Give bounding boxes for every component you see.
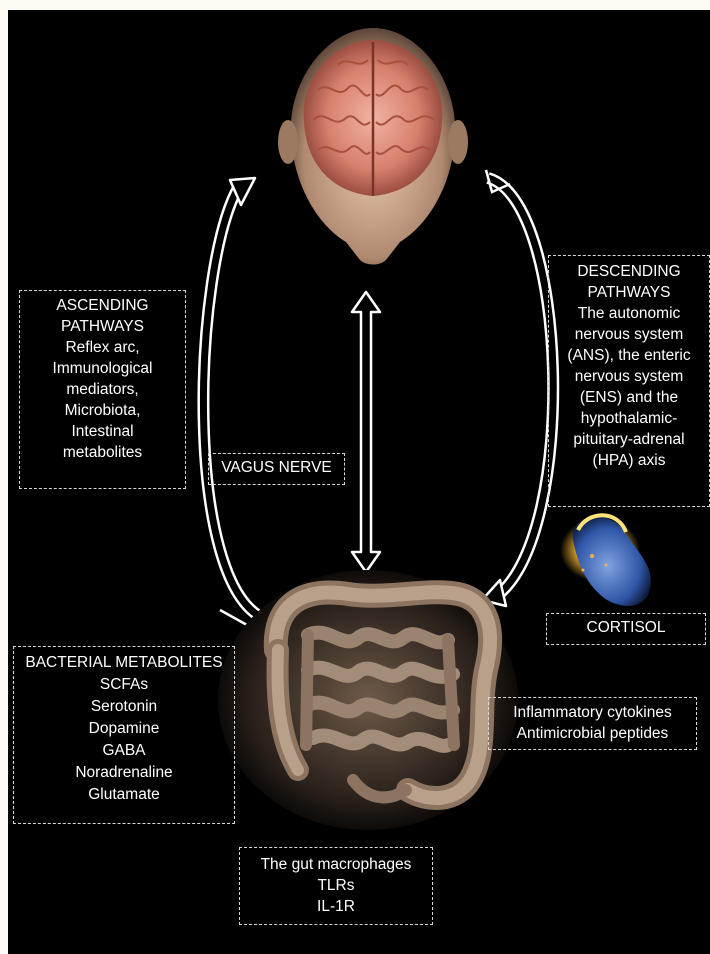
bacterial-metabolite-item: Serotonin xyxy=(14,696,234,718)
bacterial-metabolite-item: Dopamine xyxy=(14,718,234,740)
cortisol-box: CORTISOL xyxy=(546,613,706,645)
cortisol-label: CORTISOL xyxy=(547,614,705,642)
bacterial-metabolite-item: Noradrenaline xyxy=(14,762,234,784)
bacterial-metabolites-box: BACTERIAL METABOLITES SCFAs Serotonin Do… xyxy=(13,646,235,824)
vagus-nerve-box: VAGUS NERVE xyxy=(208,453,345,485)
ascending-line: Intestinal xyxy=(20,421,185,442)
ascending-pathways-box: ASCENDING PATHWAYS Reflex arc, Immunolog… xyxy=(19,290,186,489)
descending-line: hypothalamic- xyxy=(549,408,709,429)
macrophages-item: IL-1R xyxy=(240,896,432,917)
vagus-nerve-label: VAGUS NERVE xyxy=(209,454,344,482)
diagram-canvas: ASCENDING PATHWAYS Reflex arc, Immunolog… xyxy=(8,10,710,954)
descending-line: nervous system xyxy=(549,324,709,345)
descending-line: The autonomic xyxy=(549,303,709,324)
descending-line: (ENS) and the xyxy=(549,387,709,408)
ascending-title-line-1: ASCENDING xyxy=(20,295,185,316)
ascending-title-line-2: PATHWAYS xyxy=(20,316,185,337)
inflammatory-cytokines-box: Inflammatory cytokines Antimicrobial pep… xyxy=(488,697,697,750)
gut-macrophages-box: The gut macrophages TLRs IL-1R xyxy=(239,847,433,925)
adrenal-kidney-icon xyxy=(560,515,651,606)
inflammatory-item: Inflammatory cytokines xyxy=(489,702,696,723)
intestine-icon xyxy=(218,570,518,830)
bacterial-metabolites-title: BACTERIAL METABOLITES xyxy=(14,652,234,674)
descending-arrow xyxy=(482,170,553,606)
inflammatory-item: Antimicrobial peptides xyxy=(489,723,696,744)
bacterial-metabolite-item: Glutamate xyxy=(14,784,234,806)
bacterial-metabolite-item: GABA xyxy=(14,740,234,762)
ascending-arrow xyxy=(203,178,264,630)
descending-title-line-2: PATHWAYS xyxy=(549,282,709,303)
macrophages-item: TLRs xyxy=(240,875,432,896)
descending-title-line-1: DESCENDING xyxy=(549,261,709,282)
descending-line: (ANS), the enteric xyxy=(549,345,709,366)
ascending-line: Reflex arc, xyxy=(20,337,185,358)
brain-head-icon xyxy=(278,28,468,265)
macrophages-item: The gut macrophages xyxy=(240,854,432,875)
ascending-line: metabolites xyxy=(20,442,185,463)
vagus-double-arrow xyxy=(352,292,380,572)
descending-line: pituitary-adrenal xyxy=(549,429,709,450)
ascending-line: Microbiota, xyxy=(20,400,185,421)
ascending-line: mediators, xyxy=(20,379,185,400)
ascending-line: Immunological xyxy=(20,358,185,379)
descending-line: nervous system xyxy=(549,366,709,387)
descending-pathways-box: DESCENDING PATHWAYS The autonomic nervou… xyxy=(548,255,710,507)
bacterial-metabolite-item: SCFAs xyxy=(14,674,234,696)
descending-line: (HPA) axis xyxy=(549,450,709,471)
